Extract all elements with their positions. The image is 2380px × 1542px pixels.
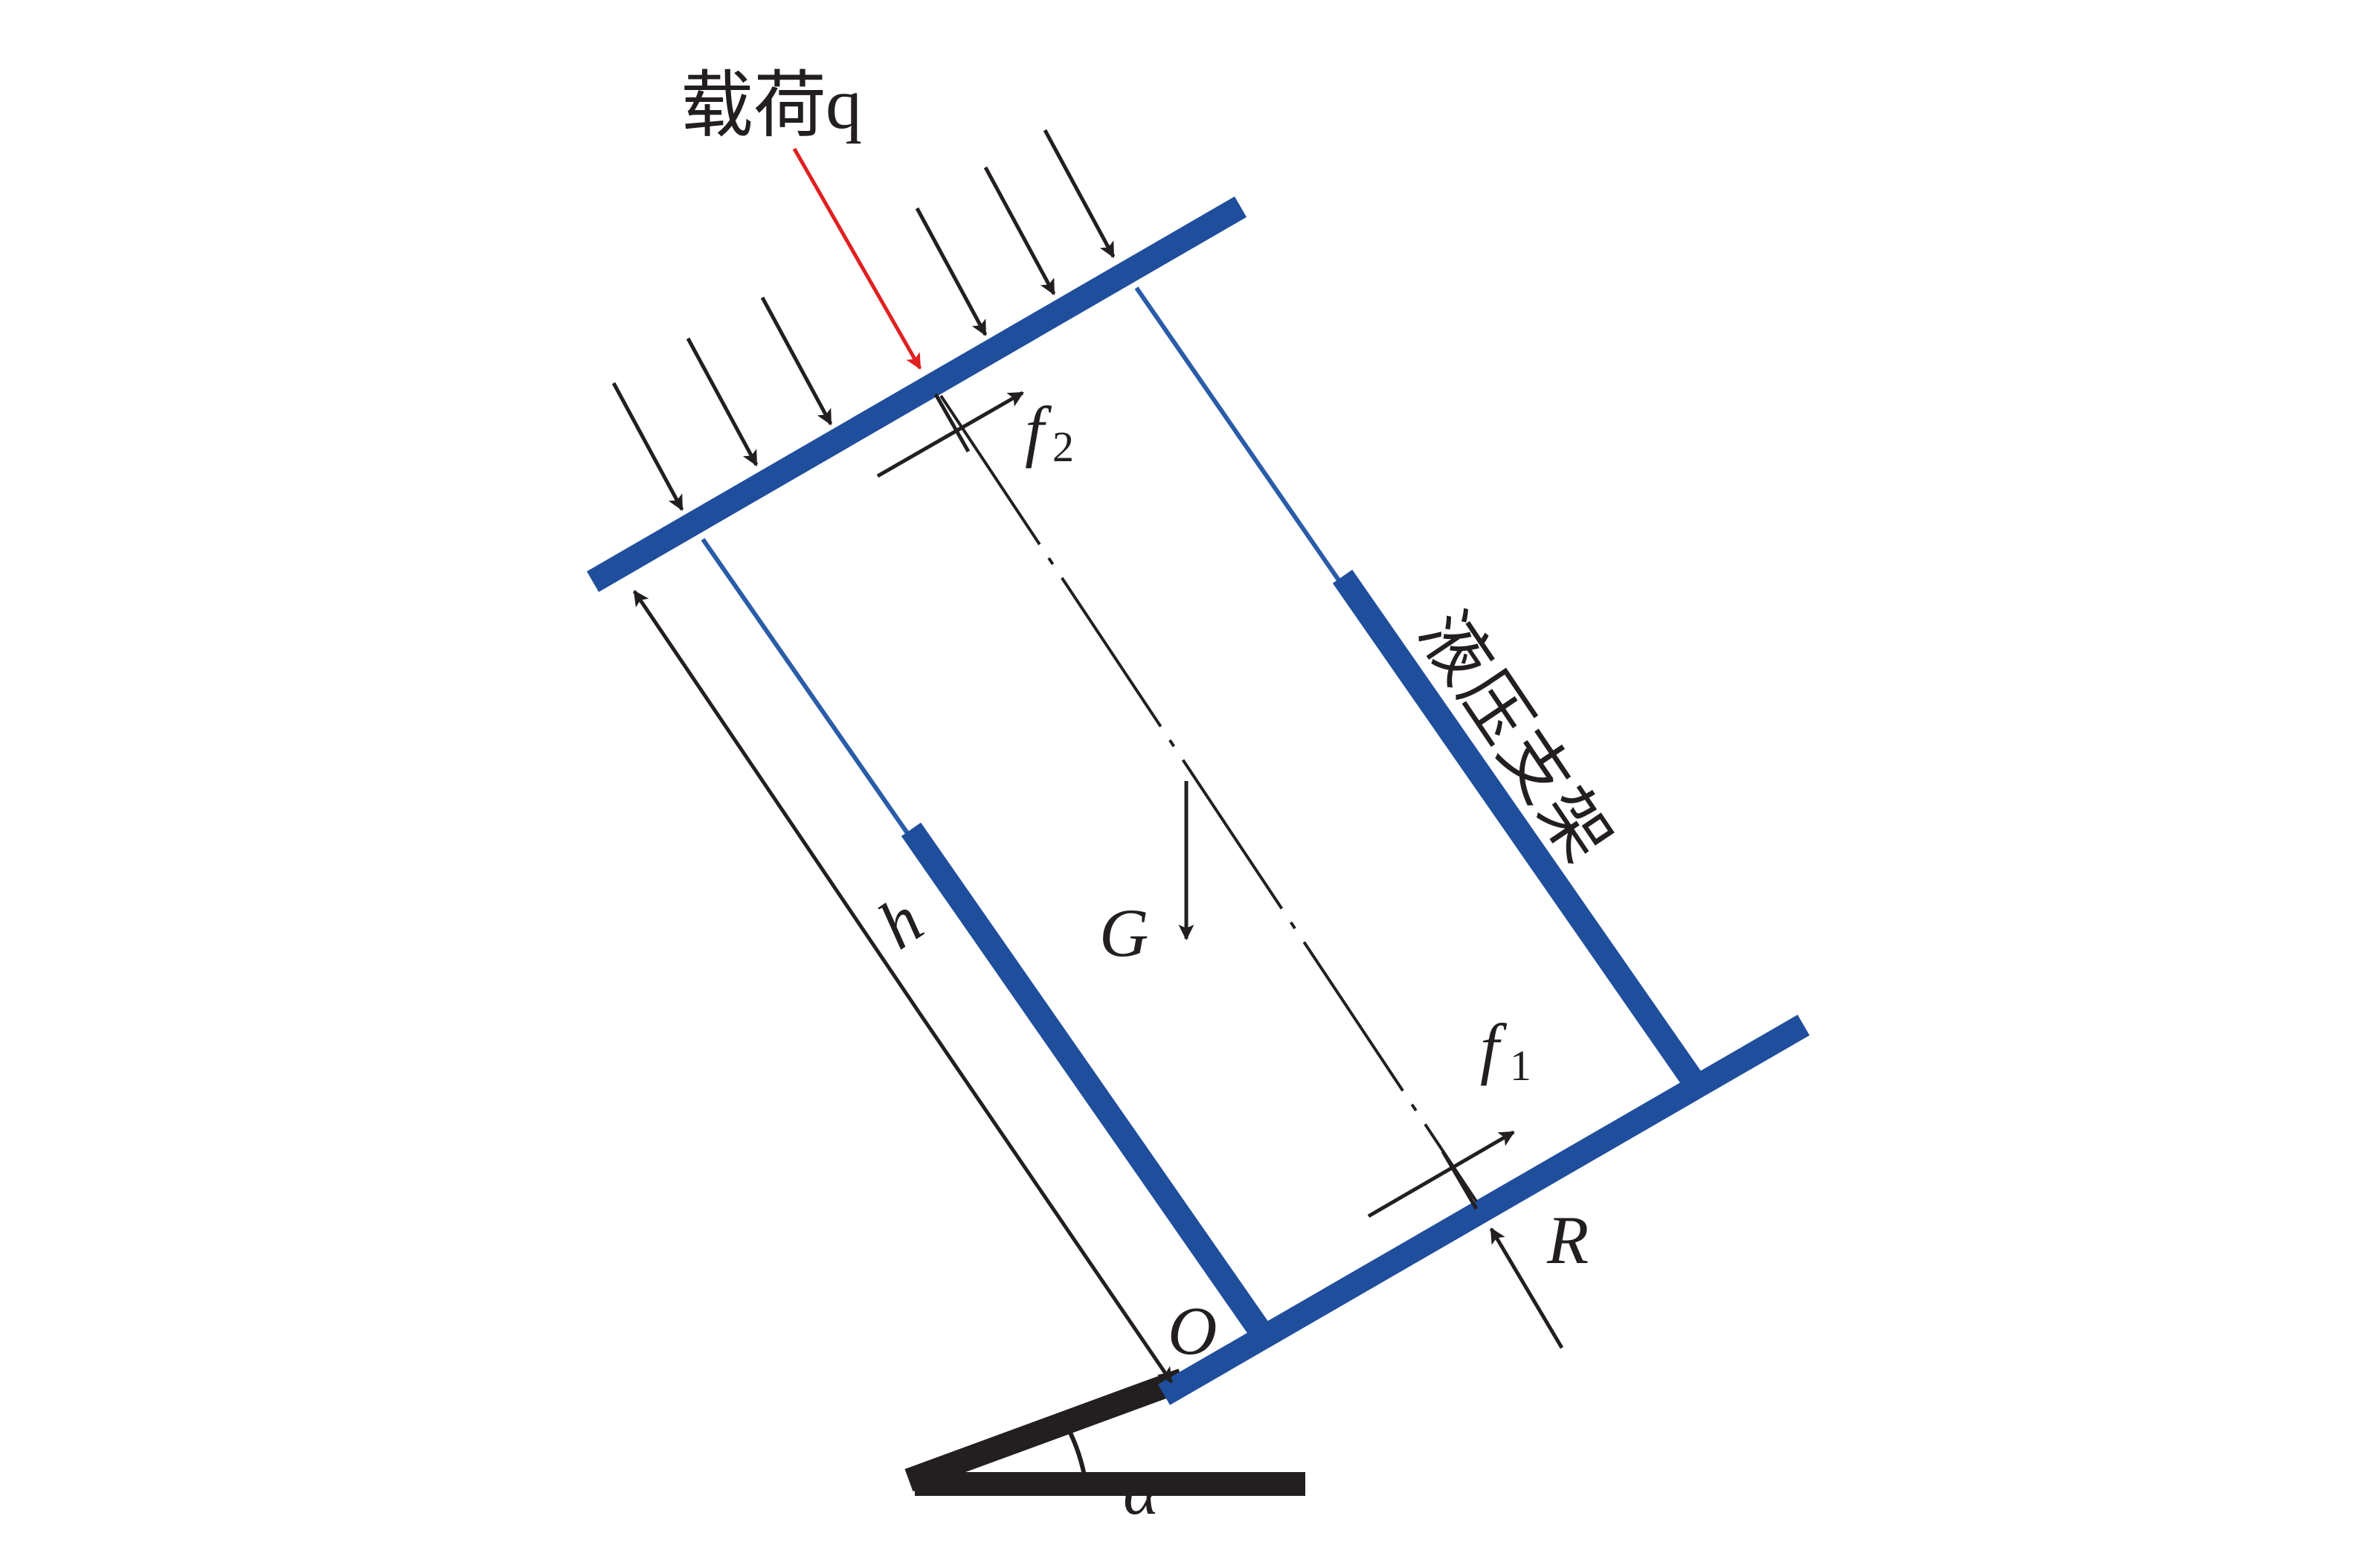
f2-arrow — [876, 391, 1024, 478]
right-leg — [1134, 286, 1705, 1090]
top-beam — [586, 196, 1247, 592]
height-dimension: h — [632, 590, 1174, 1384]
load-label-text: 载荷 — [681, 63, 826, 148]
f2-tick — [933, 393, 971, 453]
f1-label: f — [1480, 1010, 1508, 1086]
f1-subscript: 1 — [1510, 1041, 1531, 1090]
reaction-label: R — [1546, 1202, 1589, 1278]
slope-surface — [904, 1368, 1187, 1492]
load-arrows — [611, 129, 1116, 511]
gravity-force: G — [1099, 781, 1194, 971]
height-arrow-down — [916, 1010, 1174, 1384]
reaction-arrow — [1489, 1227, 1564, 1349]
right-leg-rod — [1134, 286, 1341, 582]
f1-arrow — [1367, 1130, 1515, 1218]
load-arrow — [760, 296, 833, 425]
reaction-force: R — [1489, 1202, 1589, 1349]
gravity-label: G — [1099, 895, 1148, 971]
load-arrow-highlight — [792, 147, 922, 370]
load-arrow — [686, 337, 759, 466]
height-label: h — [865, 881, 936, 963]
left-leg-rod — [701, 538, 910, 835]
load-label: 载荷 q — [681, 63, 862, 148]
f1-force: f 1 — [1367, 1010, 1531, 1218]
height-arrow-up — [632, 590, 921, 1013]
left-leg-cylinder — [901, 822, 1271, 1339]
ground-slope — [904, 1368, 1305, 1496]
center-axis — [939, 394, 1478, 1203]
f2-label: f — [1025, 393, 1052, 469]
base-plate — [1157, 1015, 1810, 1405]
load-arrow — [983, 166, 1056, 295]
load-arrow — [915, 207, 988, 336]
load-arrow — [611, 382, 684, 511]
load-label-symbol: q — [826, 64, 862, 144]
load-arrow — [1043, 129, 1116, 258]
f2-subscript: 2 — [1052, 423, 1074, 471]
angle-label: α — [1123, 1453, 1160, 1529]
f1-tick — [1441, 1150, 1479, 1210]
angle-arc — [1065, 1425, 1088, 1485]
left-leg — [701, 538, 1271, 1339]
origin-label: O — [1168, 1293, 1217, 1369]
right-leg-cylinder — [1332, 569, 1705, 1090]
